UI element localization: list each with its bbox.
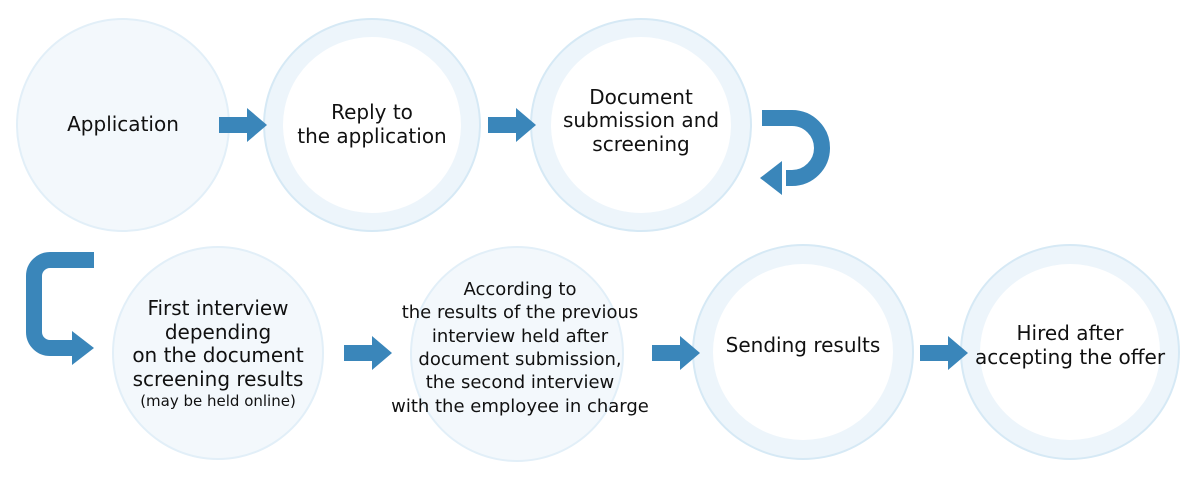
step-first-interview-note: (may be held online) [140, 392, 296, 411]
step-second-interview-line-5: the second interview [425, 372, 615, 394]
step-second-interview-line-6: with the employee in charge [391, 395, 649, 417]
step-hired-inner [980, 264, 1160, 440]
step-application-label: Application [16, 18, 230, 232]
step-first-interview-line-3: on the document [132, 343, 304, 368]
step-second-interview-label: According to the results of the previous… [370, 250, 670, 446]
step-document-screening-line-3: screening [592, 131, 690, 156]
step-hired-line-2: accepting the offer [974, 345, 1166, 369]
turn-down-arrow-icon [26, 252, 94, 365]
step-sending-results-inner [713, 264, 893, 440]
step-hired-label: Hired after accepting the offer [950, 238, 1190, 454]
step-application-line-1: Application [67, 112, 179, 137]
step-second-interview-line-3: interview held after [431, 325, 609, 347]
step-second-interview-line-1: According to [463, 278, 577, 300]
step-first-interview-line-2: depending [164, 319, 272, 344]
step-first-interview [112, 246, 324, 460]
step-second-interview-line-2: the results of the previous [401, 302, 639, 324]
arrow-right-icon [219, 108, 267, 142]
step-document-screening-line-1: Document [589, 84, 693, 109]
arrow-right-icon [920, 336, 968, 370]
step-reply-line-2: the application [297, 124, 447, 148]
step-document-screening-inner [551, 37, 731, 213]
step-document-screening-label: Document submission and screening [530, 14, 752, 228]
step-first-interview-line-1: First interview [147, 295, 289, 320]
step-reply-inner [283, 37, 461, 213]
step-reply-label: Reply to the application [263, 18, 481, 232]
step-hired-line-1: Hired after [1016, 321, 1124, 346]
step-second-interview-line-4: document submission, [418, 349, 622, 370]
step-first-interview-label: First interview depending on the documen… [106, 248, 330, 462]
step-first-interview-line-4: screening results [132, 366, 304, 391]
step-sending-results-line-1: Sending results [725, 333, 881, 358]
step-application [16, 18, 230, 232]
step-document-screening-line-2: submission and [562, 108, 720, 133]
step-reply-line-1: Reply to [331, 100, 413, 125]
arrow-right-icon [488, 108, 536, 142]
u-turn-arrow-icon [760, 110, 830, 195]
arrow-right-icon [344, 336, 392, 370]
step-sending-results-label: Sending results [692, 238, 914, 454]
step-second-interview [410, 246, 624, 462]
arrow-right-icon [652, 336, 700, 370]
